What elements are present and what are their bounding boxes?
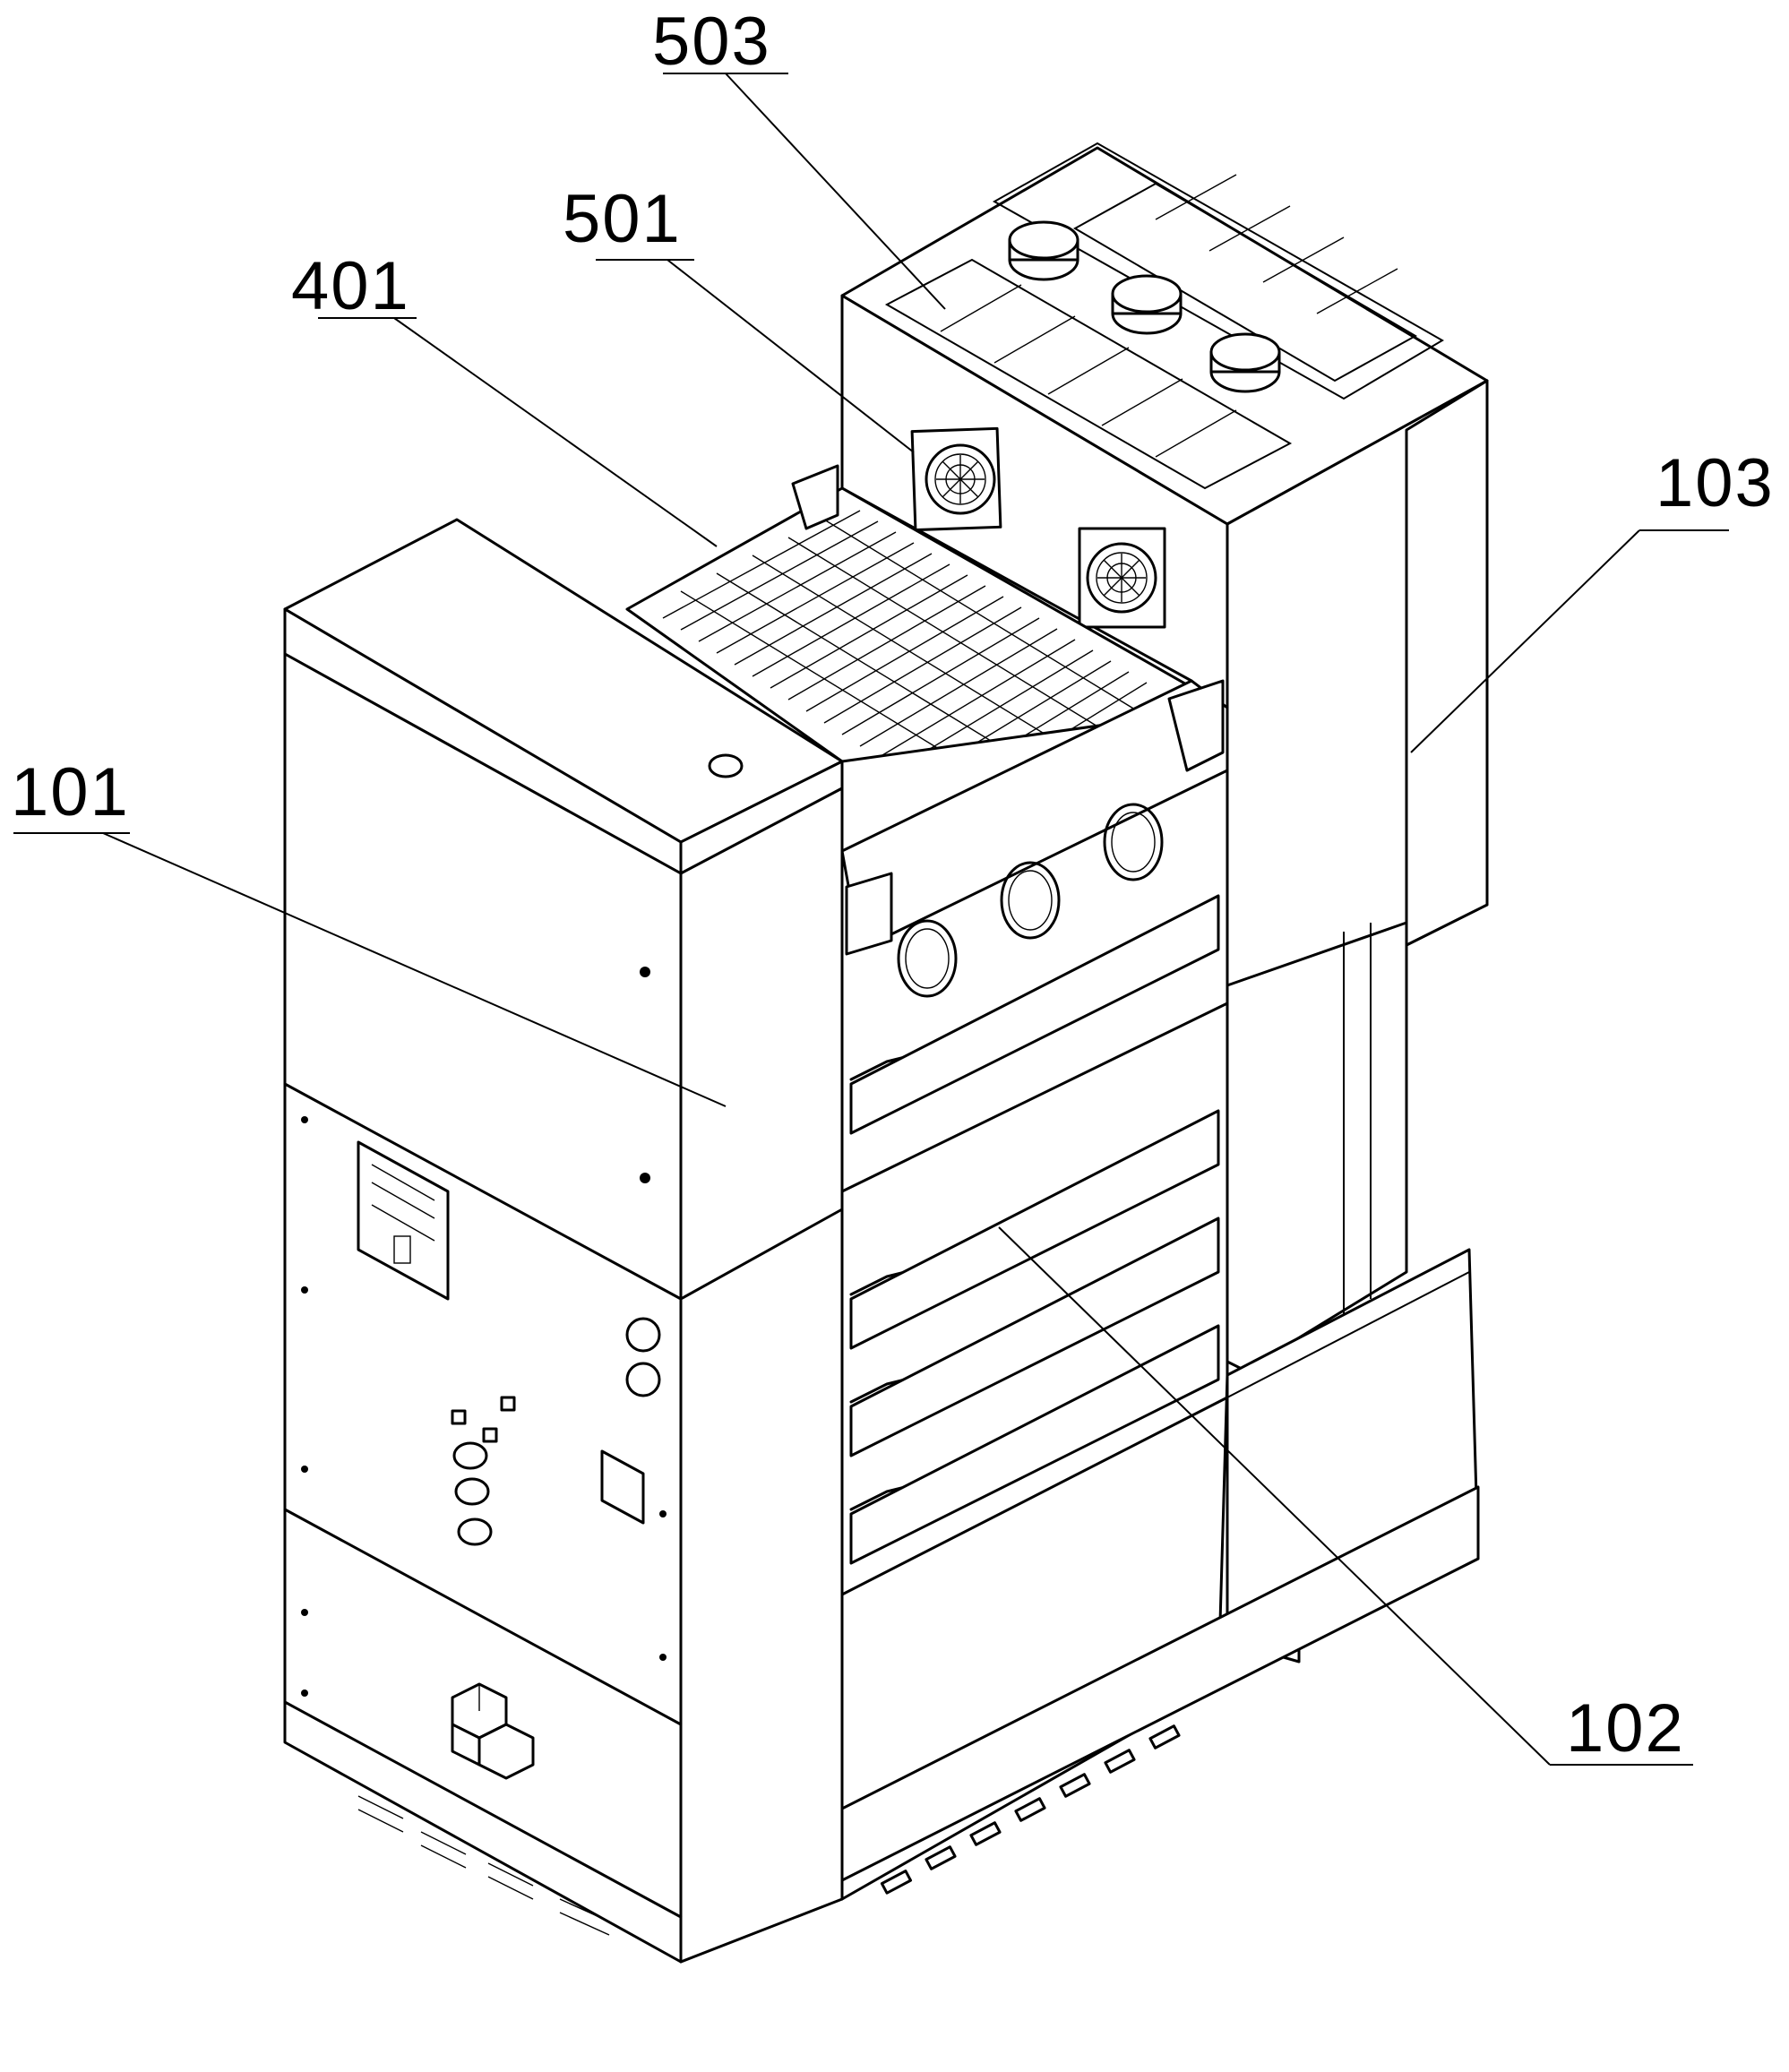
front-cabinet <box>285 520 842 1962</box>
label-401: 401 <box>291 248 410 324</box>
label-103: 103 <box>1656 445 1775 521</box>
label-503: 503 <box>652 4 771 80</box>
label-101: 101 <box>11 754 130 830</box>
label-102: 102 <box>1566 1690 1685 1767</box>
label-501: 501 <box>563 181 682 257</box>
